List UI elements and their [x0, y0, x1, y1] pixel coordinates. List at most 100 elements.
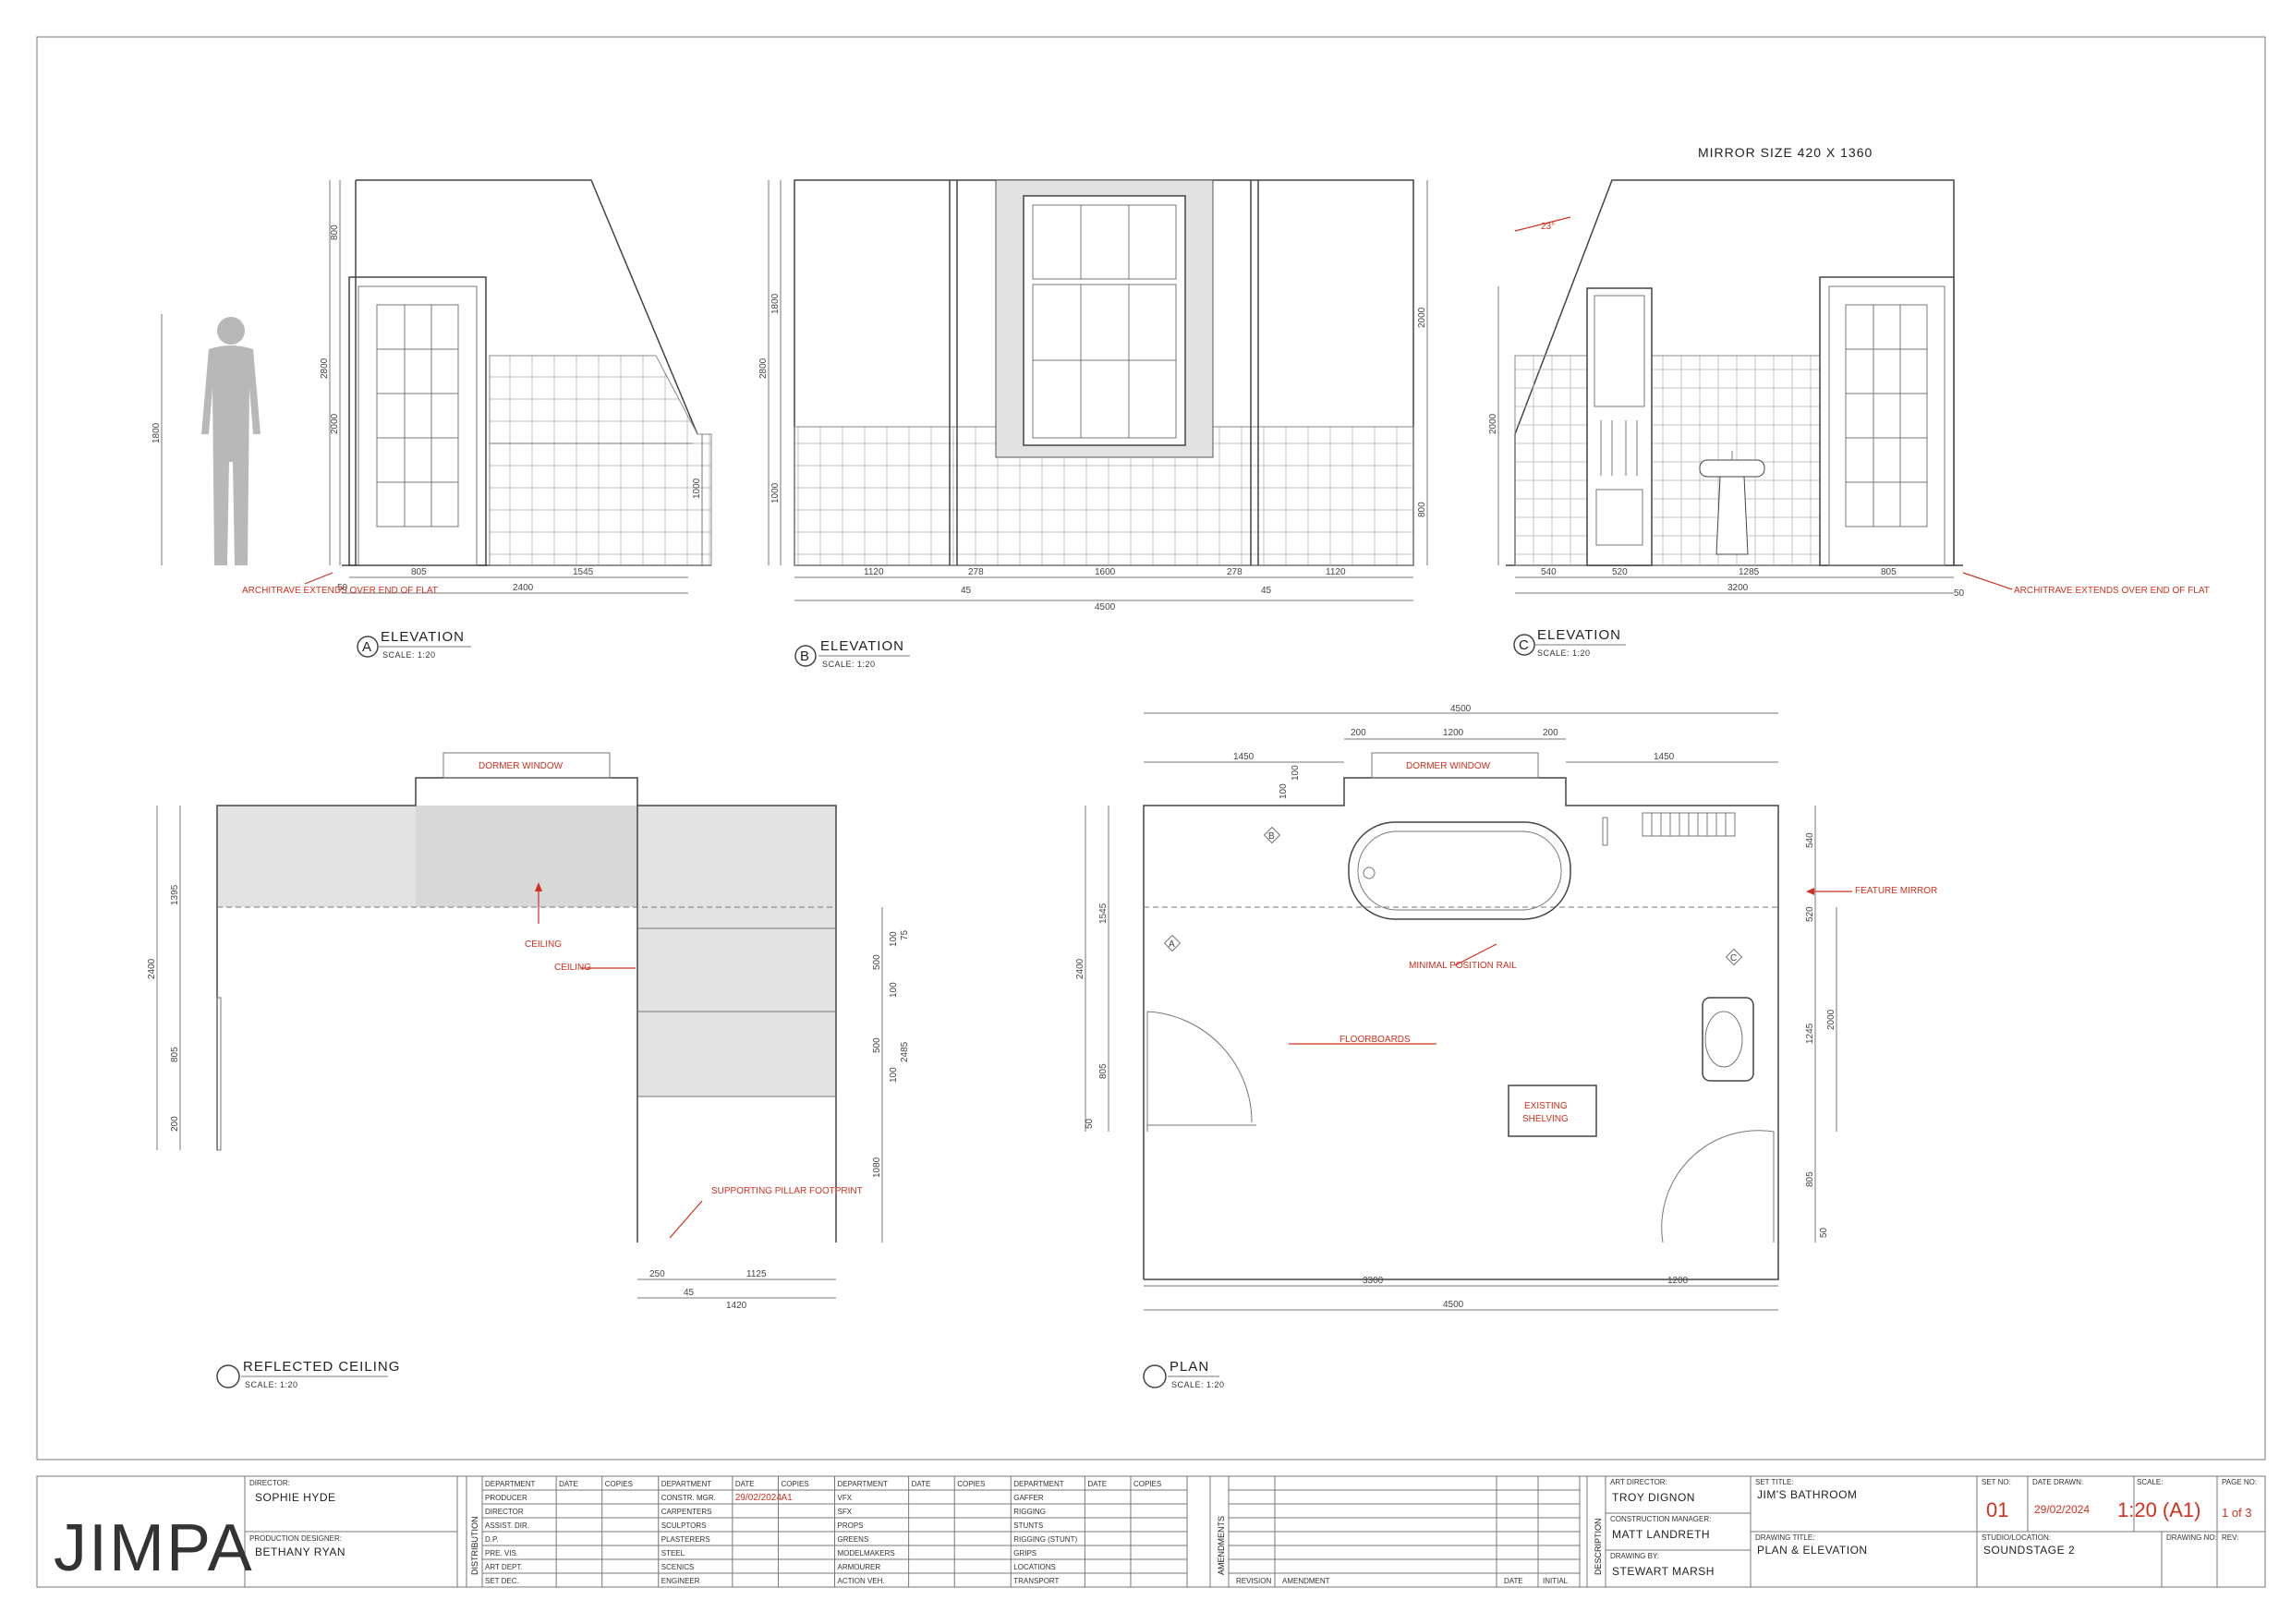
dist-dept-2-6: ACTION VEH. [838, 1577, 885, 1585]
elev-a-title: ELEVATION [381, 629, 465, 645]
plan-left-2: 805 [1098, 1063, 1109, 1079]
dim-b-10: 45 [961, 586, 972, 596]
dist-header-11: COPIES [1133, 1480, 1161, 1488]
tb-date: 29/02/2024 [2034, 1503, 2090, 1516]
dim-c-2: 520 [1612, 567, 1628, 577]
dist-dept-3-4: GRIPS [1013, 1549, 1036, 1557]
plan-title: PLAN [1170, 1359, 1209, 1375]
dist-dept-2-2: PROPS [838, 1521, 864, 1530]
plan-right-2: 1245 [1805, 1023, 1815, 1044]
dim-c-3: 1285 [1739, 567, 1760, 577]
tb-dwgtitle-label: DRAWING TITLE: [1755, 1533, 1814, 1542]
dist-dept-3-5: LOCATIONS [1013, 1563, 1056, 1571]
plan-right-1: 520 [1805, 906, 1815, 922]
tb-scale-label: SCALE: [2137, 1478, 2163, 1486]
dist-header-0: DEPARTMENT [485, 1480, 535, 1488]
tb-settitle: JIM'S BATHROOM [1757, 1488, 1857, 1501]
dim-b-2: 1000 [770, 482, 781, 503]
shelving-1: EXISTING [1524, 1101, 1568, 1111]
dist-header-2: COPIES [605, 1480, 633, 1488]
angle-label: 23° [1541, 222, 1555, 232]
plan-top-5: 1450 [1654, 752, 1675, 762]
plan-left-0: 1545 [1098, 903, 1109, 924]
dist-dept-0-2: ASSIST. DIR. [485, 1521, 529, 1530]
dim-c-1: 540 [1541, 567, 1557, 577]
tb-drawn-label: DRAWING BY: [1610, 1552, 1659, 1560]
elevation-b: 1800 2800 1000 2000 800 1120 278 1600 27… [758, 179, 1428, 669]
dim-b-0: 1800 [770, 293, 781, 314]
tb-setno: 01 [1986, 1498, 2008, 1521]
tb-dwgno-label: DRAWING NO: [2166, 1533, 2217, 1542]
dist-dept-2-5: ARMOURER [838, 1563, 881, 1571]
plan-scale: SCALE: 1:20 [1171, 1380, 1225, 1389]
plan-bottom-2: 4500 [1443, 1300, 1464, 1310]
ceil-dim-12: 250 [649, 1269, 665, 1279]
elev-c-scale: SCALE: 1:20 [1537, 648, 1591, 658]
ceiling-label-1: CEILING [525, 939, 562, 950]
tb-artdir-label: ART DIRECTOR: [1610, 1478, 1667, 1486]
ceil-dim-13: 1125 [746, 1269, 767, 1279]
tb-distribution: DISTRIBUTION [470, 1516, 479, 1575]
dist-dept-0-3: D.P. [485, 1535, 499, 1544]
marker-b-label: B [1268, 831, 1275, 842]
dist-header-4: DATE [735, 1480, 755, 1488]
plan-top-6: 100 [1291, 765, 1301, 781]
plan-bottom-1: 1200 [1667, 1276, 1689, 1286]
dim-b-3: 2000 [1417, 307, 1427, 328]
plan-top-1: 200 [1351, 728, 1366, 738]
tb-description: DESCRIPTION [1594, 1518, 1603, 1575]
dim-a-7: 2400 [513, 583, 534, 593]
note-a: ARCHITRAVE EXTENDS OVER END OF FLAT [242, 586, 438, 596]
dim-b-5: 1120 [864, 567, 884, 577]
amend-h-1: AMENDMENT [1282, 1577, 1330, 1585]
marker-a-label: A [1169, 939, 1175, 950]
ceil-dim-3: 200 [170, 1116, 180, 1132]
tb-settitle-label: SET TITLE: [1755, 1478, 1794, 1486]
elevation-a: 1800 800 2800 2000 1000 805 1545 2400 50… [152, 179, 712, 660]
dist-constr-copies: A1 [781, 1493, 793, 1503]
dist-dept-2-4: MODELMAKERS [838, 1549, 895, 1557]
dist-dept-1-4: STEEL [661, 1549, 685, 1557]
dist-dept-1-5: SCENICS [661, 1563, 695, 1571]
tb-director-label: DIRECTOR: [249, 1479, 290, 1487]
plan-top-2: 1200 [1443, 728, 1464, 738]
dist-dept-2-0: VFX [838, 1494, 853, 1502]
elev-c-letter: C [1519, 637, 1530, 653]
basin-plan [1702, 997, 1754, 1082]
ceil-dim-1: 2400 [147, 958, 157, 979]
tb-page: 1 of 3 [2222, 1506, 2252, 1520]
ceil-dim-2: 805 [170, 1047, 180, 1062]
existing-shelving [1508, 1085, 1597, 1137]
marker-b: B [1263, 826, 1281, 844]
mirror-note: MIRROR SIZE 420 X 1360 [1698, 145, 1873, 160]
dim-a-8: 50 [337, 583, 348, 593]
dist-header-7: DATE [912, 1480, 931, 1488]
dist-header-8: COPIES [957, 1480, 985, 1488]
dist-dept-1-6: ENGINEER [661, 1577, 700, 1585]
basin-elevation [1699, 451, 1765, 555]
ceil-dim-4: 75 [900, 929, 910, 940]
dist-dept-0-4: PRE. VIS. [485, 1549, 518, 1557]
dim-b-12: 4500 [1095, 602, 1116, 612]
tb-rev-label: REV: [2222, 1533, 2238, 1542]
dim-a-4: 1000 [692, 478, 702, 499]
ceil-dim-11: 1080 [872, 1157, 882, 1178]
dist-dept-1-1: CARPENTERS [661, 1508, 712, 1516]
ceiling-label-3: SUPPORTING PILLAR FOOTPRINT [711, 1186, 863, 1196]
plan: DORMER WINDOW EXISTING SHELVING FEATURE … [1075, 704, 1937, 1389]
tb-pd: BETHANY RYAN [255, 1545, 345, 1558]
plan-top-3: 200 [1543, 728, 1558, 738]
plan-label-2: MINIMAL POSITION RAIL [1409, 961, 1517, 971]
tb-artdir: TROY DIGNON [1612, 1491, 1695, 1504]
tb-drawn: STEWART MARSH [1612, 1565, 1715, 1578]
plan-top-0: 4500 [1450, 704, 1472, 714]
dist-dept-0-1: DIRECTOR [485, 1508, 524, 1516]
elev-b-title: ELEVATION [820, 638, 904, 654]
dist-constr-date: 29/02/2024 [735, 1493, 782, 1503]
amend-h-0: REVISION [1236, 1577, 1271, 1585]
plan-right-5: 50 [1819, 1227, 1829, 1238]
dim-b-11: 45 [1261, 586, 1272, 596]
dim-a-6: 1545 [573, 567, 594, 577]
